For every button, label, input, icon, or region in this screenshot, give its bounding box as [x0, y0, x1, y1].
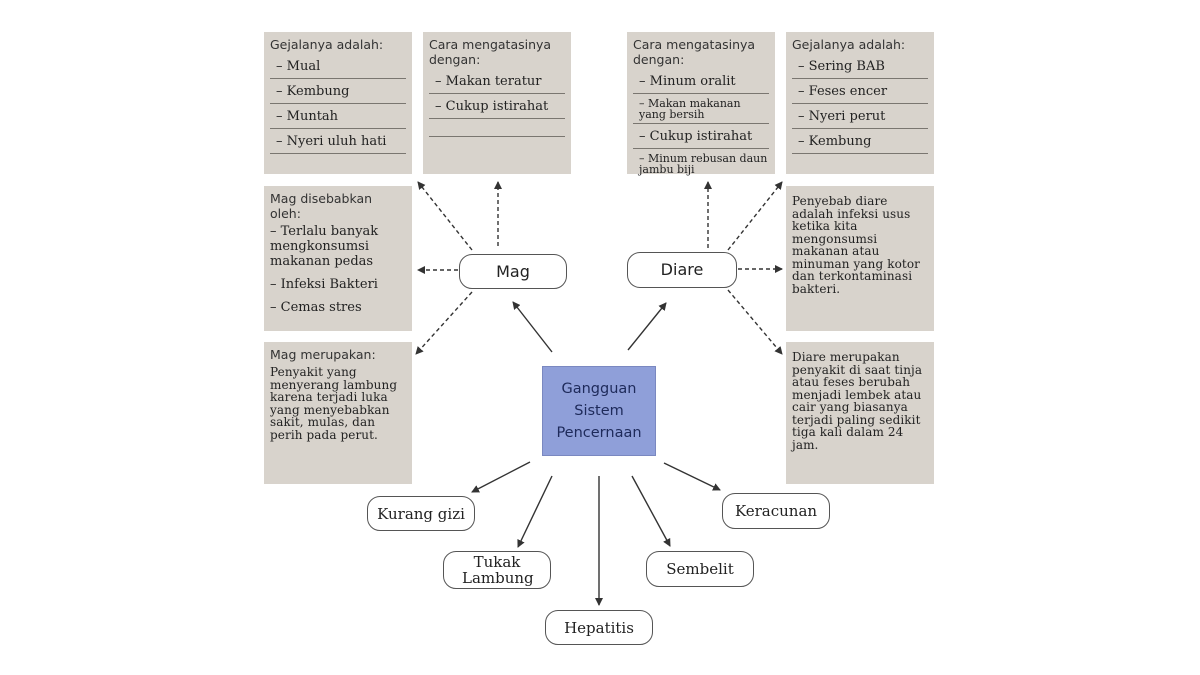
- diare-node: Diare: [627, 252, 737, 288]
- mag-node-label: Mag: [496, 261, 530, 281]
- diare-definisi-box: Diare merupakan penyakit di saat tinja a…: [786, 342, 934, 484]
- mag-cara-item: – Makan teratur: [429, 69, 565, 94]
- diare-node-label: Diare: [660, 260, 704, 279]
- mag-gejala-item: – Kembung: [270, 79, 406, 104]
- mag-gejala-item: – Muntah: [270, 104, 406, 129]
- diare-cara-box: Cara mengatasinya dengan: – Minum oralit…: [627, 32, 775, 175]
- diare-gejala-box: Gejalanya adalah: – Sering BAB – Feses e…: [786, 32, 934, 174]
- kurang-gizi-node: Kurang gizi: [367, 496, 475, 531]
- arrow-mag-definisi: [415, 291, 473, 355]
- diare-cara-item: – Cukup istirahat: [633, 124, 769, 149]
- mag-sebab-item: – Cemas stres: [270, 300, 362, 315]
- hepatitis-node: Hepatitis: [545, 610, 653, 645]
- kurang-gizi-label: Kurang gizi: [377, 504, 465, 523]
- arrow-diare-definisi: [727, 289, 783, 355]
- diare-cara-item: – Makan makanan yang bersih: [633, 94, 769, 124]
- mag-cara-header: Cara mengatasinya dengan:: [429, 37, 552, 67]
- arrow-center-sembelit: [631, 475, 671, 547]
- center-topic: Gangguan Sistem Pencernaan: [542, 366, 656, 456]
- diare-gejala-item: – Kembung: [792, 129, 928, 154]
- mag-sebab-item: – Infeksi Bakteri: [270, 277, 378, 292]
- mag-cara-item: – Cukup istirahat: [429, 94, 565, 119]
- arrow-center-mag: [512, 301, 553, 353]
- mag-sebab-item: – Terlalu banyak mengkonsumsi makanan pe…: [270, 224, 379, 269]
- mag-node: Mag: [459, 254, 567, 289]
- sembelit-label: Sembelit: [666, 560, 734, 578]
- tukak-lambung-node: Tukak Lambung: [443, 551, 551, 589]
- mag-definisi-text: Penyakit yang menyerang lambung karena t…: [270, 365, 398, 442]
- diare-cara-item: – Minum oralit: [633, 69, 769, 94]
- arrow-center-kurang-gizi: [471, 461, 531, 493]
- arrow-center-diare: [627, 302, 667, 351]
- arrow-diare-gejala: [727, 181, 783, 251]
- mag-sebab-header: Mag disebabkan oleh:: [270, 191, 373, 221]
- arrow-mag-gejala: [417, 181, 473, 251]
- arrow-center-keracunan: [663, 462, 721, 491]
- diare-cara-item: – Minum rebusan daun jambu biji: [639, 152, 768, 176]
- hepatitis-label: Hepatitis: [564, 618, 634, 637]
- mag-gejala-item: – Mual: [270, 54, 406, 79]
- center-topic-label: Gangguan Sistem Pencernaan: [556, 381, 642, 441]
- mag-sebab-box: Mag disebabkan oleh: – Terlalu banyak me…: [264, 186, 412, 331]
- mag-cara-blank-line: [429, 119, 565, 137]
- mag-definisi-box: Mag merupakan: Penyakit yang menyerang l…: [264, 342, 412, 484]
- mag-definisi-header: Mag merupakan:: [270, 347, 376, 362]
- mag-gejala-header: Gejalanya adalah:: [270, 37, 384, 52]
- diare-gejala-header: Gejalanya adalah:: [792, 37, 906, 52]
- diare-definisi-text: Diare merupakan penyakit di saat tinja a…: [792, 350, 923, 452]
- mag-cara-box: Cara mengatasinya dengan: – Makan teratu…: [423, 32, 571, 174]
- arrow-center-tukak-lambung: [517, 475, 553, 548]
- diare-gejala-item: – Sering BAB: [792, 54, 928, 79]
- diare-sebab-text: Penyebab diare adalah infeksi usus ketik…: [792, 194, 920, 296]
- sembelit-node: Sembelit: [646, 551, 754, 587]
- diare-gejala-item: – Feses encer: [792, 79, 928, 104]
- mag-gejala-box: Gejalanya adalah: – Mual – Kembung – Mun…: [264, 32, 412, 174]
- keracunan-node: Keracunan: [722, 493, 830, 529]
- diare-cara-header: Cara mengatasinya dengan:: [633, 37, 756, 67]
- keracunan-label: Keracunan: [734, 502, 818, 520]
- diare-gejala-item: – Nyeri perut: [792, 104, 928, 129]
- diare-sebab-box: Penyebab diare adalah infeksi usus ketik…: [786, 186, 934, 331]
- mag-gejala-item: – Nyeri uluh hati: [270, 129, 406, 154]
- tukak-lambung-label: Tukak Lambung: [462, 553, 534, 587]
